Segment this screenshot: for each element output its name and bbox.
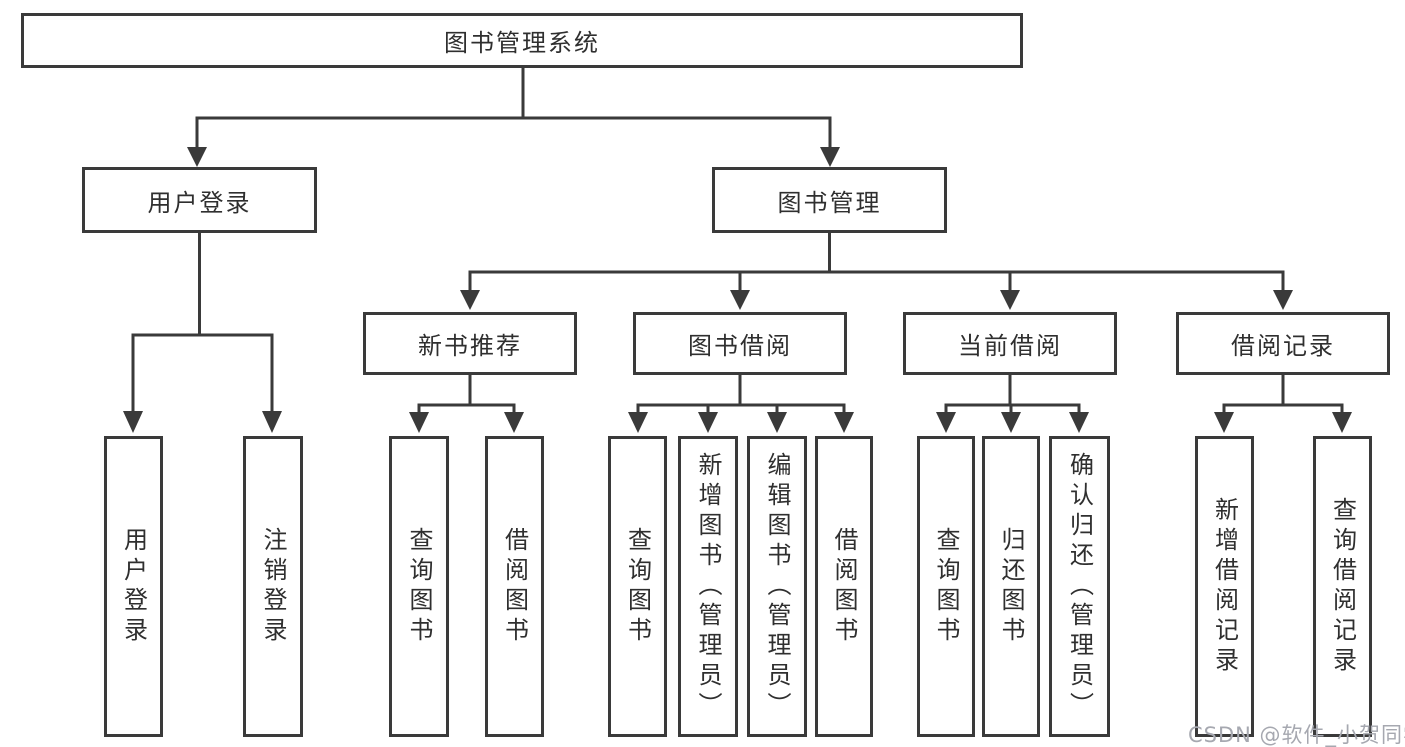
node-label: 注销登录 xyxy=(259,526,287,647)
node-label: 用户登录 xyxy=(147,188,252,217)
leaf-query-books-borrow: 查询图书 xyxy=(608,436,667,737)
node-book-borrow: 图书借阅 xyxy=(633,312,847,375)
leaf-user-login: 用户登录 xyxy=(104,436,163,737)
node-borrow-records: 借阅记录 xyxy=(1176,312,1390,375)
node-library-system: 图书管理系统 xyxy=(21,13,1023,68)
node-label: 借阅记录 xyxy=(1231,332,1335,360)
leaf-query-books-current: 查询图书 xyxy=(917,436,975,737)
node-label: 当前借阅 xyxy=(958,332,1062,360)
node-label: 图书管理系统 xyxy=(444,29,600,57)
node-new-book-recommend: 新书推荐 xyxy=(363,312,577,375)
leaf-query-books-recommend: 查询图书 xyxy=(389,436,449,737)
node-label: 借阅图书 xyxy=(830,526,858,647)
node-label: 查询借阅记录 xyxy=(1328,496,1357,677)
leaf-logout: 注销登录 xyxy=(243,436,303,737)
node-label: 查询图书 xyxy=(932,526,960,647)
leaf-return-books: 归还图书 xyxy=(982,436,1040,737)
node-label: 新增图书（管理员） xyxy=(694,451,722,722)
leaf-add-borrow-record: 新增借阅记录 xyxy=(1195,436,1254,737)
leaf-borrow-books: 借阅图书 xyxy=(815,436,873,737)
leaf-query-borrow-record: 查询借阅记录 xyxy=(1313,436,1372,737)
leaf-add-book-admin: 新增图书（管理员） xyxy=(678,436,738,737)
node-label: 借阅图书 xyxy=(500,526,529,647)
csdn-watermark: CSDN @软件_小贺同学 xyxy=(1188,723,1405,747)
node-book-management: 图书管理 xyxy=(712,167,947,233)
node-label: 图书管理 xyxy=(777,188,882,217)
node-label: 新书推荐 xyxy=(418,332,522,360)
node-label: 用户登录 xyxy=(119,526,148,647)
leaf-borrow-books-recommend: 借阅图书 xyxy=(485,436,544,737)
node-label: 编辑图书（管理员） xyxy=(763,451,791,722)
node-label: 图书借阅 xyxy=(688,332,792,360)
node-label: 新增借阅记录 xyxy=(1210,496,1239,677)
node-label: 查询图书 xyxy=(405,526,433,647)
node-current-borrow: 当前借阅 xyxy=(903,312,1117,375)
node-label: 归还图书 xyxy=(997,526,1025,647)
leaf-edit-book-admin: 编辑图书（管理员） xyxy=(747,436,807,737)
node-label: 查询图书 xyxy=(623,526,652,647)
leaf-confirm-return-admin: 确认归还（管理员） xyxy=(1049,436,1110,737)
node-user-login: 用户登录 xyxy=(82,167,317,233)
node-label: 确认归还（管理员） xyxy=(1065,451,1094,722)
